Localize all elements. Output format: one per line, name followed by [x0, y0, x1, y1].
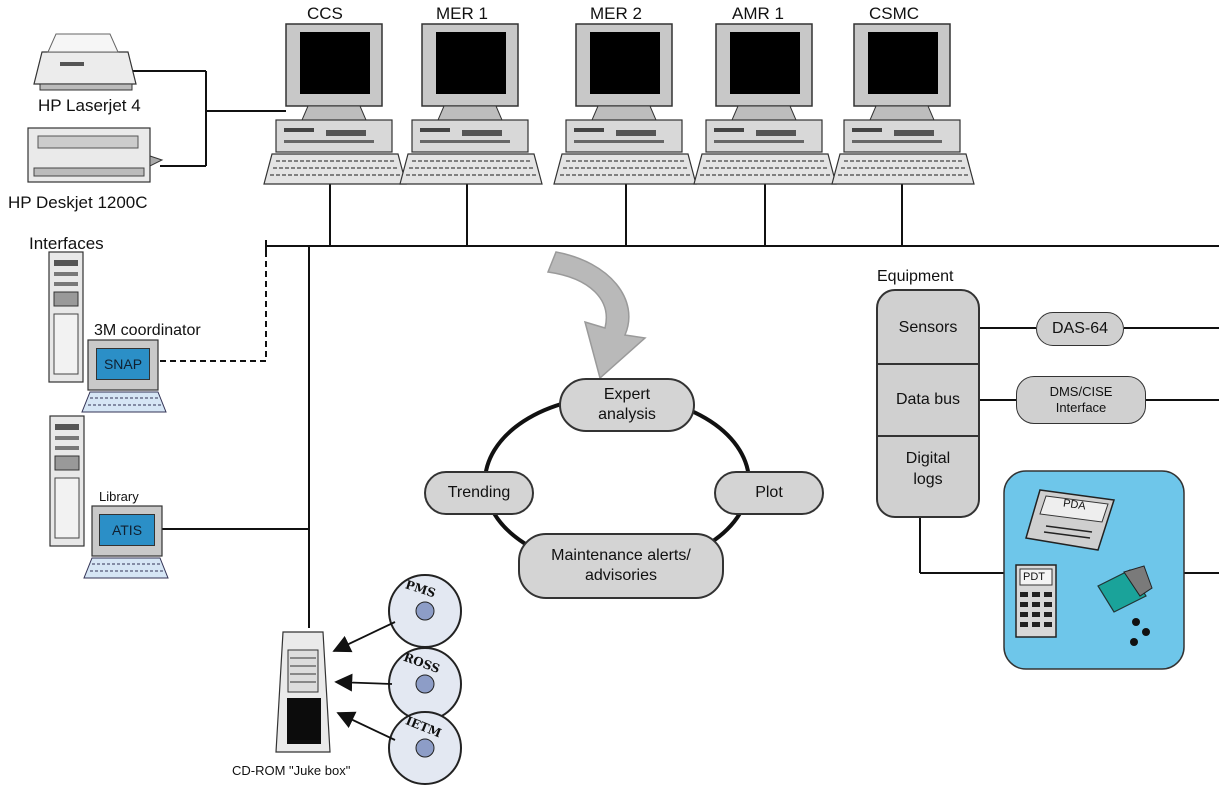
maintenance-alerts-node: Maintenance alerts/ advisories [518, 533, 724, 599]
expert-analysis-node: Expert analysis [559, 378, 695, 432]
data-bus-cell: Data bus [895, 390, 961, 408]
oil-can-icon [1097, 565, 1153, 646]
plot-node: Plot [714, 471, 824, 515]
trending-node: Trending [424, 471, 534, 515]
workstation-label-mer2: MER 2 [590, 4, 642, 23]
dms-cise-interface-node: DMS/CISE Interface [1016, 376, 1146, 424]
atis-screen: ATIS [99, 514, 155, 546]
digital-logs-cell: Digital logs [905, 450, 951, 488]
deskjet-icon [27, 127, 164, 183]
pdt-icon [1015, 564, 1057, 638]
equipment-title: Equipment [877, 268, 954, 285]
cdrom-label: CD-ROM "Juke box" [232, 763, 351, 778]
library-label: Library [99, 489, 139, 504]
cd-disc-pms-icon [388, 574, 462, 648]
pdt-label: PDT [1023, 571, 1045, 583]
coordinator-label: 3M coordinator [94, 322, 201, 339]
printer-label-deskjet: HP Deskjet 1200C [8, 193, 148, 212]
jukebox-icon [275, 631, 331, 753]
workstation-label-mer1: MER 1 [436, 4, 488, 23]
snap-screen: SNAP [96, 348, 150, 380]
pda-icon [1025, 489, 1115, 551]
workstation-label-ccs: CCS [307, 4, 343, 23]
das-64-node: DAS-64 [1036, 312, 1124, 346]
printer-label-laserjet: HP Laserjet 4 [38, 96, 141, 115]
sensors-cell: Sensors [898, 318, 958, 336]
laserjet-icon [33, 33, 137, 91]
workstation-label-amr1: AMR 1 [732, 4, 784, 23]
cd-disc-ietm-icon [388, 711, 462, 785]
interfaces-title: Interfaces [29, 234, 104, 253]
workstation-label-csmc: CSMC [869, 4, 920, 23]
